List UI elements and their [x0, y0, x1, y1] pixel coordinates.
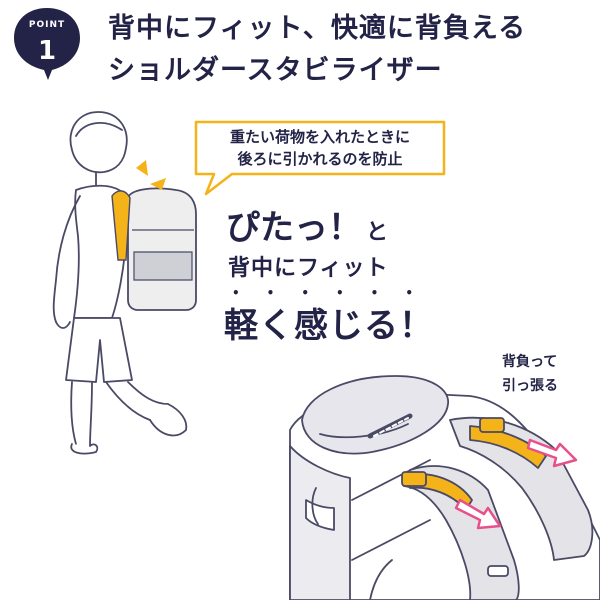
speech-bubble: 重たい荷物を入れたときに 後ろに引かれるのを防止	[192, 118, 448, 196]
emphasis-dots: ••••••	[232, 286, 441, 300]
pull-label: 背負って 引っ張る	[502, 350, 558, 398]
point-badge-icon	[14, 8, 80, 80]
alert-spark-icon	[136, 160, 166, 190]
backpack-side-illustration	[111, 187, 197, 311]
catch-line2: 背中にフィット	[228, 256, 389, 281]
catch-line3: 軽く感じる！	[224, 306, 434, 346]
catch-line1: ぴたっ！と	[226, 200, 388, 249]
headline-line2: ショルダースタビライザー	[108, 55, 443, 86]
walking-child-illustration	[52, 111, 188, 455]
headline-line1: 背中にフィット、快適に背負える	[108, 13, 527, 44]
pull-label-line2: 引っ張る	[502, 378, 558, 394]
point-label: POINT	[28, 20, 66, 30]
catch-line1-main: ぴたっ！	[226, 208, 362, 248]
point-number: 1	[37, 36, 57, 66]
speech-bubble-text: 重たい荷物を入れたときに 後ろに引かれるのを防止	[192, 126, 448, 170]
speech-bubble-shape	[194, 120, 446, 196]
point-badge: POINT 1	[8, 4, 86, 82]
pull-arrow-icon	[454, 438, 578, 530]
bubble-line2: 後ろに引かれるのを防止	[237, 150, 403, 168]
backpack-shoulder-closeup-illustration	[289, 375, 600, 600]
catch-line1-small: と	[366, 220, 389, 245]
bubble-line1: 重たい荷物を入れたときに	[229, 128, 410, 146]
headline: 背中にフィット、快適に背負える ショルダースタビライザー	[108, 8, 526, 92]
pull-label-line1: 背負って	[502, 354, 558, 370]
